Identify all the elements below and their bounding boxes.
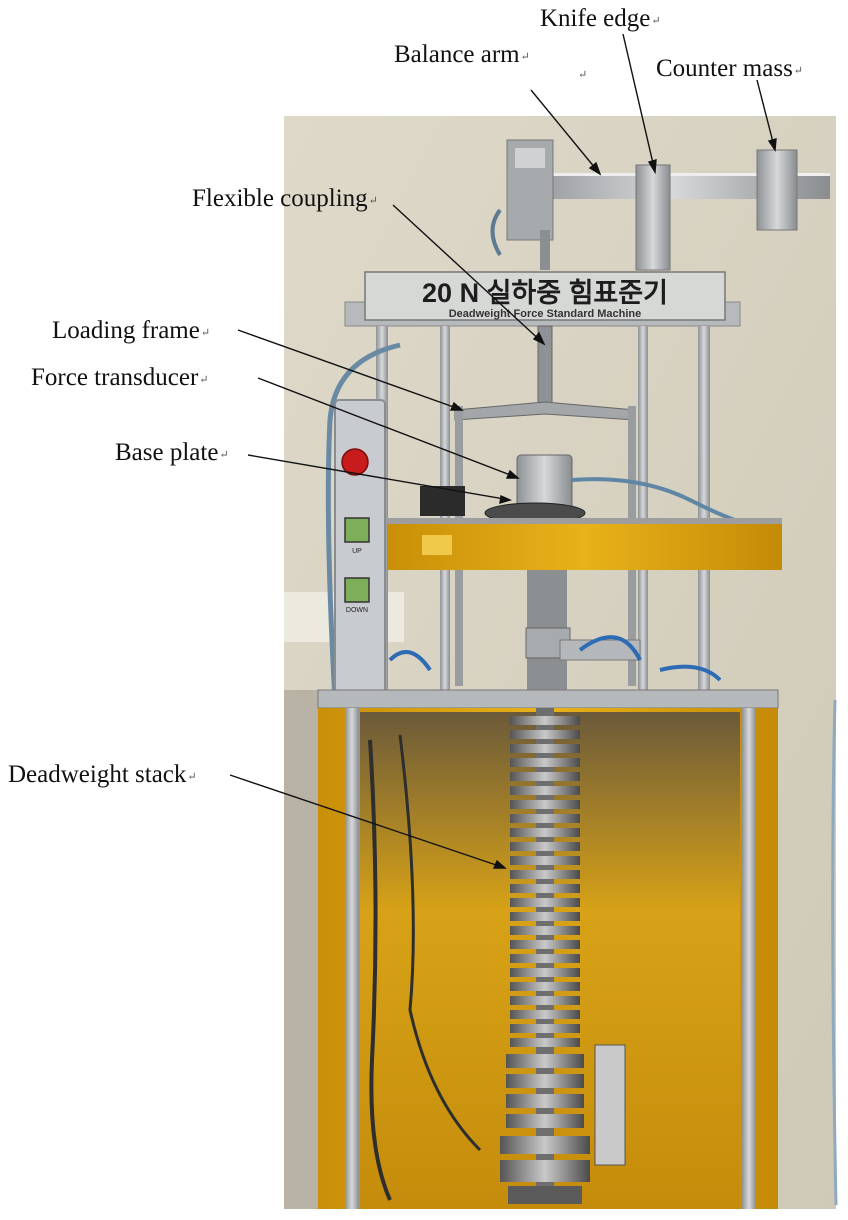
label-knife-edge: Knife edge↵ xyxy=(540,5,661,32)
emergency-stop-icon xyxy=(341,448,369,476)
lower-table xyxy=(317,689,779,709)
label-flexible-coupling: Flexible coupling↵ xyxy=(192,185,378,212)
label-base-plate: Base plate↵ xyxy=(115,439,229,466)
machine-sign xyxy=(364,271,726,321)
down-label: DOWN xyxy=(346,607,368,614)
label-balance-arm: Balance arm↵ xyxy=(394,41,530,68)
deadweight-stack xyxy=(500,708,590,1204)
annotation-arrows xyxy=(229,33,777,869)
machine-sign-sub: Deadweight Force Standard Machine xyxy=(449,308,642,320)
force-transducer xyxy=(516,454,573,511)
counter-mass-block xyxy=(756,149,798,231)
label-counter-mass: Counter mass↵ xyxy=(656,55,804,82)
up-label: UP xyxy=(352,548,362,555)
yellow-crossbeam xyxy=(387,522,782,570)
label-loading-frame: Loading frame↵ xyxy=(52,317,211,344)
label-force-transducer: Force transducer↵ xyxy=(31,364,209,391)
control-panel xyxy=(334,399,386,693)
machine-sign-main: 20 N 실하중 힘표준기 xyxy=(422,278,668,308)
stray-return-mark: ↵ xyxy=(578,69,588,81)
label-deadweight-stack: Deadweight stack↵ xyxy=(8,761,197,788)
knife-edge-block xyxy=(635,164,671,271)
